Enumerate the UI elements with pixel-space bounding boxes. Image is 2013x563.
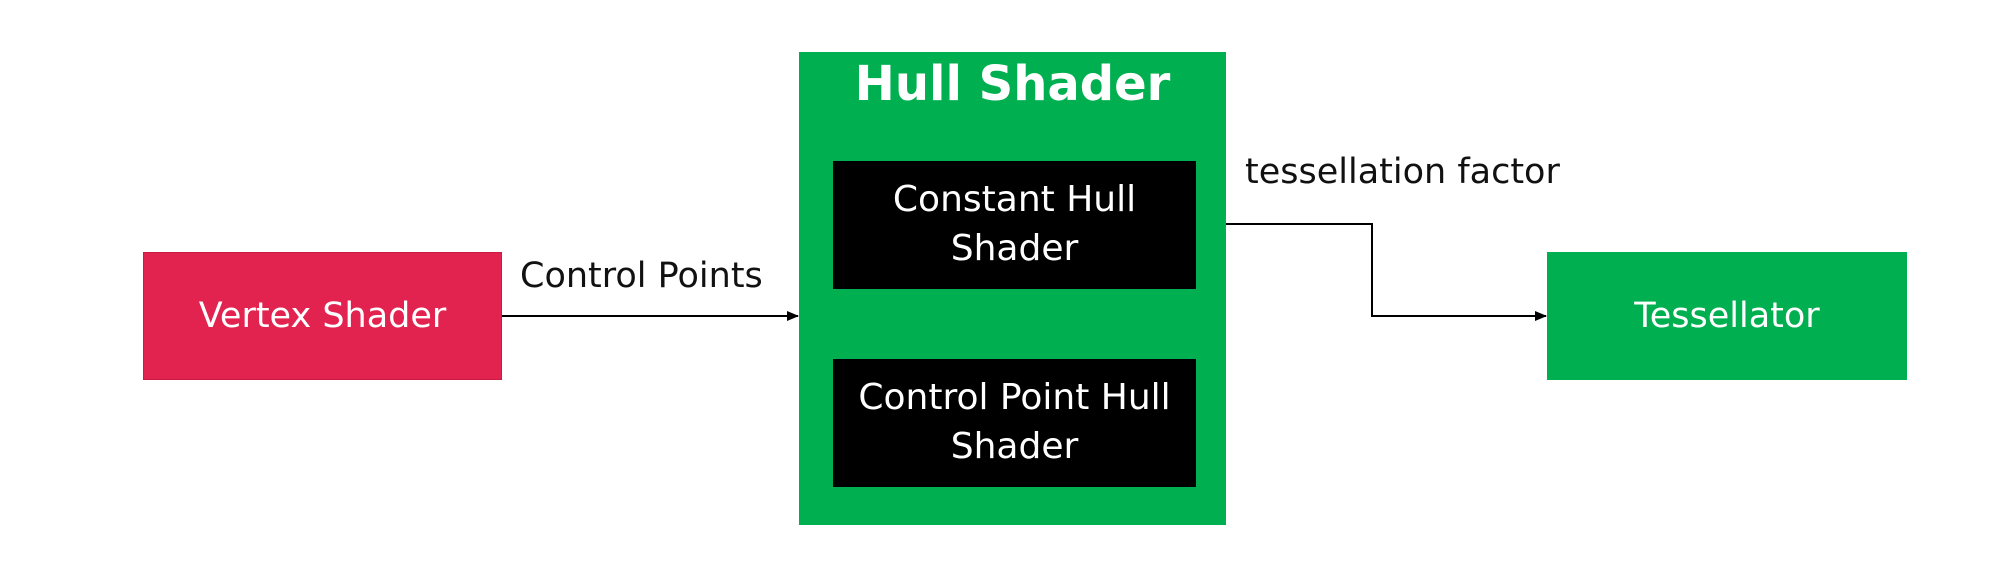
control-point-hull-shader-box: Control Point Hull Shader — [833, 359, 1196, 487]
constant-hull-shader-box: Constant Hull Shader — [833, 161, 1196, 289]
tessellation-factor-arrow — [1196, 223, 1547, 321]
constant-hull-shader-label: Constant Hull Shader — [892, 179, 1137, 269]
tessellation-factor-label: tessellation factor — [1245, 152, 1560, 192]
control-point-hull-shader-label: Control Point Hull Shader — [858, 377, 1171, 467]
tessellator-label: Tessellator — [1634, 296, 1820, 336]
control-points-label: Control Points — [520, 256, 763, 296]
tessellator-box: Tessellator — [1547, 252, 1907, 380]
vertex-shader-box: Vertex Shader — [143, 252, 502, 380]
hull-shader-title: Hull Shader — [854, 56, 1171, 112]
vertex-shader-label: Vertex Shader — [198, 296, 447, 336]
